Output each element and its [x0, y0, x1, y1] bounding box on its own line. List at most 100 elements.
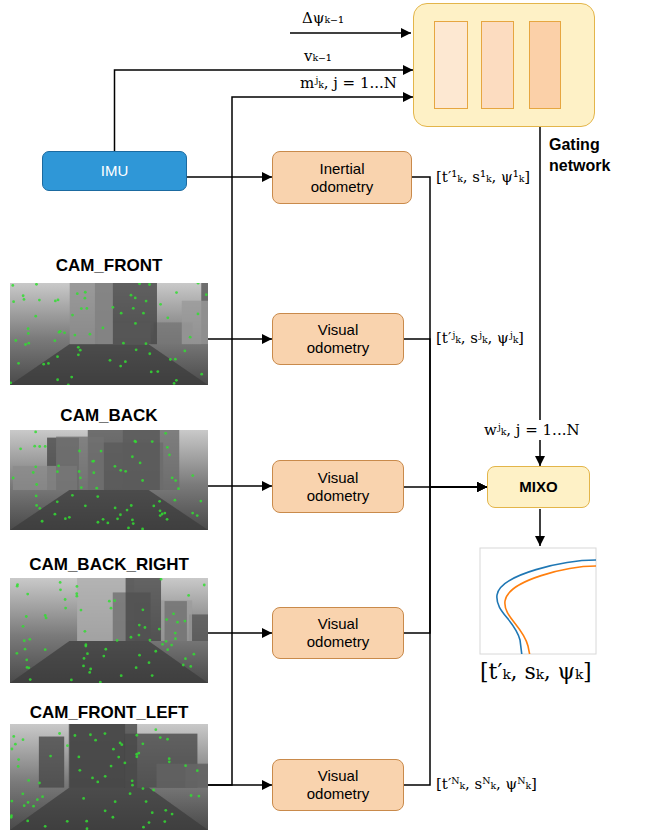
feature-point — [35, 495, 38, 498]
feature-point — [110, 607, 113, 610]
feature-point — [25, 659, 28, 662]
math-label: Δψₖ₋₁ — [300, 8, 346, 28]
feature-point — [191, 474, 194, 477]
feature-point — [24, 343, 27, 346]
feature-point — [131, 519, 134, 522]
feature-point — [134, 440, 137, 443]
feature-point — [189, 665, 192, 668]
feature-point — [91, 776, 94, 779]
feature-point — [94, 739, 97, 742]
feature-point — [59, 581, 62, 584]
photo-structure — [56, 437, 104, 490]
feature-point — [120, 674, 123, 677]
feature-point — [168, 757, 171, 760]
feature-point — [10, 816, 13, 819]
camera-frame: CAM_FRONT — [10, 248, 208, 385]
feature-point — [78, 470, 81, 473]
feature-point — [160, 578, 163, 581]
feature-point — [138, 624, 141, 627]
photo-structure — [160, 600, 192, 641]
feature-point — [44, 614, 47, 617]
connector — [404, 339, 487, 487]
feature-point — [166, 648, 169, 651]
feature-point — [78, 769, 81, 772]
feature-point — [131, 784, 134, 787]
feature-point — [149, 639, 152, 642]
feature-point — [145, 342, 148, 345]
feature-point — [44, 825, 47, 828]
feature-point — [106, 522, 109, 525]
photo-road — [10, 490, 208, 530]
odometry-box: Visual odometry — [272, 460, 404, 513]
feature-point — [25, 615, 28, 618]
feature-point — [85, 820, 88, 823]
feature-point — [144, 626, 147, 629]
feature-point — [138, 283, 141, 285]
feature-point — [34, 465, 37, 468]
input-arrow — [290, 32, 411, 34]
feature-point — [163, 512, 166, 515]
feature-point — [131, 455, 134, 458]
feature-point — [164, 432, 167, 435]
photo-structure — [70, 283, 113, 344]
feature-point — [78, 450, 81, 453]
feature-point — [183, 350, 186, 353]
connector — [208, 632, 272, 634]
sensor-box: IMU — [42, 151, 187, 191]
feature-point — [11, 284, 14, 287]
feature-point — [116, 517, 119, 520]
feature-point — [199, 500, 202, 503]
box-label: MIXO — [519, 478, 557, 496]
feature-point — [169, 358, 172, 361]
feature-point — [56, 470, 59, 473]
feature-point — [175, 379, 178, 382]
connector — [539, 127, 541, 466]
feature-point — [174, 479, 177, 482]
feature-point — [110, 765, 113, 768]
feature-point — [134, 297, 137, 300]
feature-point — [58, 732, 61, 735]
feature-point — [32, 471, 35, 474]
feature-point — [17, 765, 20, 768]
feature-point — [165, 618, 168, 621]
feature-point — [77, 755, 80, 758]
feature-point — [26, 666, 29, 669]
feature-point — [192, 653, 195, 656]
feature-point — [150, 371, 153, 374]
network-layer — [529, 21, 561, 109]
feature-point — [57, 299, 60, 302]
connector — [404, 487, 487, 785]
feature-point — [173, 499, 176, 502]
feature-point — [196, 514, 199, 517]
feature-point — [56, 355, 59, 358]
connector — [208, 485, 272, 487]
feature-point — [66, 744, 69, 747]
feature-point — [174, 632, 177, 635]
feature-point — [124, 470, 127, 473]
feature-point — [38, 445, 41, 448]
feature-point — [120, 743, 123, 746]
feature-point — [70, 679, 73, 682]
connector — [208, 97, 413, 785]
feature-point — [135, 734, 138, 737]
feature-point — [59, 588, 62, 591]
feature-point — [84, 504, 87, 507]
feature-point — [152, 505, 155, 508]
feature-point — [104, 648, 107, 651]
feature-point — [22, 294, 25, 297]
feature-point — [84, 291, 87, 294]
feature-point — [159, 514, 162, 517]
box-label: Visual odometry — [292, 321, 384, 357]
feature-point — [129, 792, 132, 795]
feature-point — [64, 517, 67, 520]
feature-point — [35, 283, 38, 286]
feature-point — [119, 513, 122, 516]
feature-point — [97, 521, 100, 524]
feature-point — [75, 595, 78, 598]
feature-point — [159, 509, 162, 512]
feature-point — [45, 617, 48, 620]
feature-point — [29, 678, 32, 681]
feature-point — [151, 811, 154, 814]
feature-point — [182, 664, 185, 667]
feature-point — [44, 648, 47, 651]
